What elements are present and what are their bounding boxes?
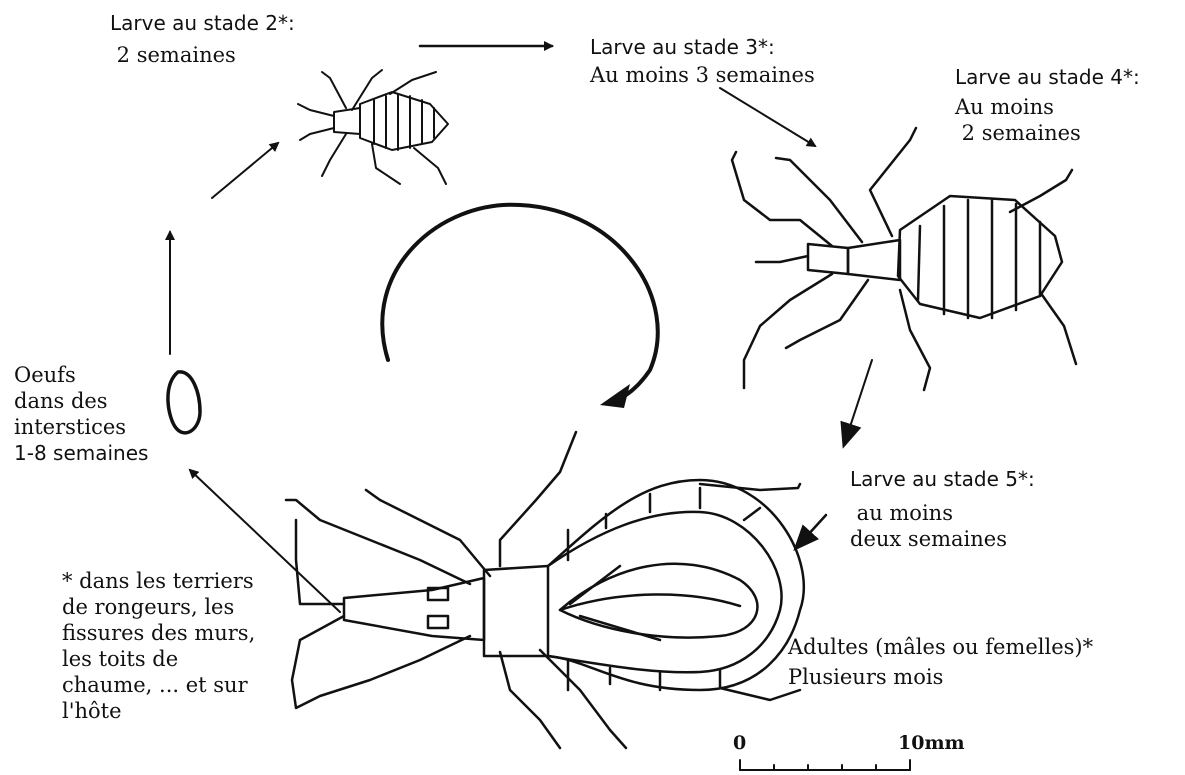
eggs-name: Oeufs dans des interstices [14,362,126,440]
adult-duration: Plusieurs mois [788,664,943,690]
larva-stage4-icon [732,128,1076,390]
adult-name: Adultes (mâles ou femelles)* [788,634,1093,660]
scale-end-label: 10mm [898,730,965,756]
arrow-stage4-to-stage5 [844,360,872,445]
stage4-duration: Au moins 2 semaines [955,94,1081,146]
arrow-stage3-to-stage4 [720,88,815,146]
stage2-duration: 2 semaines [110,42,236,68]
scale-start-label: 0 [733,730,746,756]
cycle-circle-arrow [382,205,657,402]
stage3-duration: Au moins 3 semaines [590,62,815,88]
footnote: * dans les terriers de rongeurs, les fis… [62,568,255,724]
arrow-stage2-hatch [212,143,278,198]
stage2-name: Larve au stade 2*: [110,10,295,36]
stage4-name: Larve au stade 4*: [955,64,1140,90]
stage3-name: Larve au stade 3*: [590,34,775,60]
larva-stage2-icon [298,70,448,184]
eggs-duration: 1-8 semaines [14,440,148,466]
egg-icon [168,372,200,433]
arrow-to-adult [796,515,826,548]
adult-insect-icon [286,432,804,748]
stage5-name: Larve au stade 5*: [850,466,1035,492]
cycle-circle-arrowhead [600,384,630,408]
stage5-duration: au moins deux semaines [850,500,1007,552]
scale-bar [740,760,910,770]
